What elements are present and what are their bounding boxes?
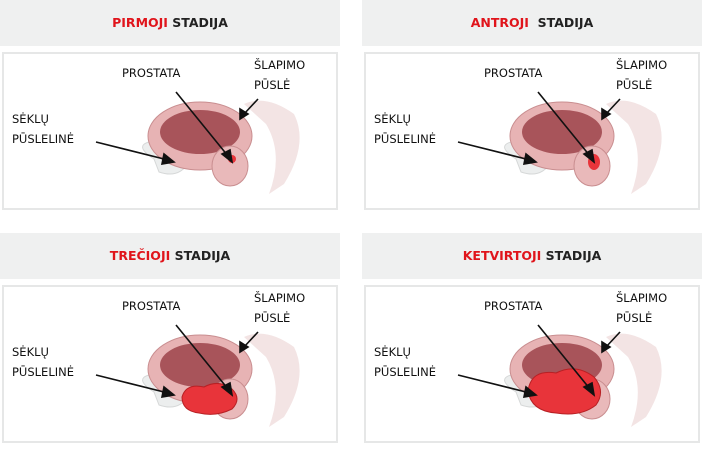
stage-panel: TREČIOJI STADIJA PROSTATA	[0, 233, 352, 453]
anatomy-diagram: PROSTATA ŠLAPIMO PŪSLĖ SĖKLŲ PŪSLELINĖ	[364, 52, 700, 210]
bladder-arrow	[605, 331, 621, 348]
stage-title: PIRMOJI STADIJA	[0, 15, 340, 30]
vesicle-arrowhead	[160, 385, 176, 398]
label-seklu: SĖKLŲ	[12, 345, 49, 359]
label-puslelina: PŪSLELINĖ	[374, 365, 436, 379]
stage-title: TREČIOJI STADIJA	[0, 248, 340, 263]
bladder	[522, 110, 602, 154]
label-slapimo: ŠLAPIMO	[254, 58, 306, 72]
label-puslelina: PŪSLELINĖ	[12, 132, 74, 146]
bladder-arrowhead	[239, 340, 250, 354]
label-slapimo: ŠLAPIMO	[616, 58, 668, 72]
anatomy-illustration	[95, 91, 300, 194]
stage-header: KETVIRTOJI STADIJA	[362, 233, 702, 279]
stage-header: ANTROJI STADIJA	[362, 0, 702, 46]
stage-word: KETVIRTOJI	[462, 248, 542, 263]
pelvic-tissue	[606, 100, 662, 194]
prostata-arrow	[175, 91, 229, 157]
stage-word: PIRMOJI	[112, 15, 168, 30]
stage-title: ANTROJI STADIJA	[362, 15, 702, 30]
stage-header: PIRMOJI STADIJA	[0, 0, 340, 46]
prostata-arrowhead	[582, 381, 596, 397]
vesicle-arrow	[457, 374, 531, 394]
label-prostata: PROSTATA	[122, 299, 181, 313]
bladder-arrow	[243, 331, 259, 348]
vesicle-arrowhead	[522, 385, 538, 398]
vesicle-arrow	[457, 141, 531, 161]
stage-panel: ANTROJI STADIJA PROSTATA	[362, 0, 711, 220]
bladder-arrow	[243, 98, 259, 115]
prostata-arrow	[537, 91, 591, 157]
pelvic-tissue	[244, 100, 300, 194]
label-pusle: PŪSLĖ	[254, 311, 291, 325]
pelvic-tissue	[244, 333, 300, 427]
prostata-arrow	[175, 324, 229, 390]
label-seklu: SĖKLŲ	[374, 345, 411, 359]
vesicle-arrow	[95, 141, 169, 161]
prostata-arrow	[537, 324, 591, 390]
label-pusle: PŪSLĖ	[616, 78, 653, 92]
anatomy-diagram: PROSTATA ŠLAPIMO PŪSLĖ SĖKLŲ PŪSLELINĖ	[364, 285, 700, 443]
label-prostata: PROSTATA	[484, 299, 543, 313]
prostata-arrowhead	[220, 381, 234, 397]
anatomy-illustration	[457, 91, 662, 194]
stage-panel: KETVIRTOJI STADIJA PROSTATA	[362, 233, 711, 453]
bladder	[160, 110, 240, 154]
anatomy-diagram: PROSTATA ŠLAPIMO PŪSLĖ SĖKLŲ PŪSLELINĖ	[2, 285, 338, 443]
prostata-arrowhead	[582, 148, 596, 164]
label-pusle: PŪSLĖ	[616, 311, 653, 325]
stage-header: TREČIOJI STADIJA	[0, 233, 340, 279]
bladder-arrowhead	[601, 340, 612, 354]
anatomy-illustration	[95, 324, 300, 427]
vesicle-arrow	[95, 374, 169, 394]
vesicle-arrowhead	[522, 152, 538, 165]
tumor	[181, 383, 238, 415]
bladder-arrowhead	[601, 107, 612, 121]
stage-word: TREČIOJI	[109, 248, 171, 263]
label-slapimo: ŠLAPIMO	[616, 291, 668, 305]
prostata-arrowhead	[220, 148, 234, 164]
pelvic-tissue	[606, 333, 662, 427]
stage-word: ANTROJI	[470, 15, 529, 30]
label-prostata: PROSTATA	[484, 66, 543, 80]
bladder	[160, 343, 240, 387]
stage-suffix: STADIJA	[528, 15, 594, 30]
stage-suffix: STADIJA	[167, 15, 228, 30]
label-prostata: PROSTATA	[122, 66, 181, 80]
stage-suffix: STADIJA	[541, 248, 602, 263]
label-puslelina: PŪSLELINĖ	[374, 132, 436, 146]
label-pusle: PŪSLĖ	[254, 78, 291, 92]
label-slapimo: ŠLAPIMO	[254, 291, 306, 305]
stage-suffix: STADIJA	[170, 248, 231, 263]
label-seklu: SĖKLŲ	[12, 112, 49, 126]
bladder-arrowhead	[239, 107, 250, 121]
anatomy-diagram: PROSTATA ŠLAPIMO PŪSLĖ SĖKLŲ PŪSLELINĖ	[2, 52, 338, 210]
stage-panel: PIRMOJI STADIJA PROSTATA Š	[0, 0, 352, 220]
vesicle-arrowhead	[160, 152, 176, 165]
anatomy-illustration	[457, 324, 662, 427]
stage-title: KETVIRTOJI STADIJA	[362, 248, 702, 263]
bladder-arrow	[605, 98, 621, 115]
label-puslelina: PŪSLELINĖ	[12, 365, 74, 379]
prostate-gland	[211, 145, 249, 187]
label-seklu: SĖKLŲ	[374, 112, 411, 126]
